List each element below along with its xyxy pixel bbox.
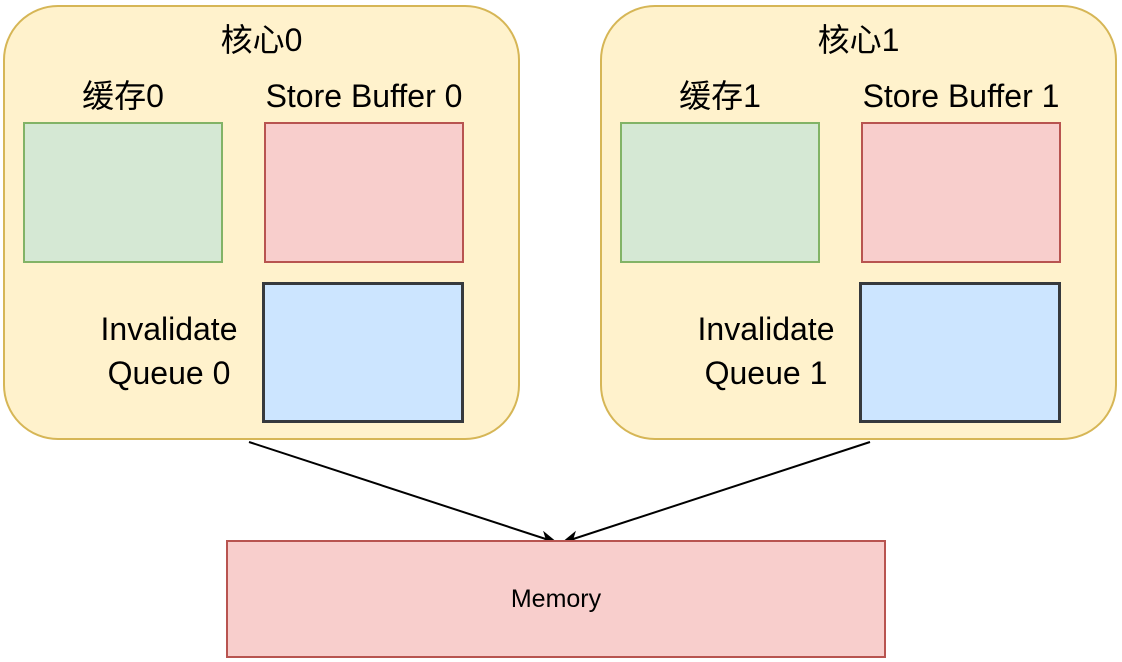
core-1-container: 核心1 缓存1 Store Buffer 1 Invalidate Queue … (600, 5, 1117, 440)
arrow-core1-to-memory (560, 441, 871, 545)
core-0-container: 核心0 缓存0 Store Buffer 0 Invalidate Queue … (3, 5, 520, 440)
core-0-invalidate-queue-label-line2: Queue 0 (107, 355, 231, 391)
core-1-cache-box (620, 122, 820, 263)
core-0-cache-box (23, 122, 223, 263)
arrow-core0-to-memory (248, 441, 559, 545)
core-1-title: 核心1 (817, 22, 900, 58)
core-0-invalidate-queue-box (262, 282, 464, 423)
core-1-store-buffer-label: Store Buffer 1 (862, 78, 1060, 114)
core-0-title: 核心0 (220, 22, 303, 58)
core-1-invalidate-queue-label-line1: Invalidate (697, 311, 835, 347)
core-0-store-buffer-box (264, 122, 464, 263)
core-0-invalidate-queue-label: Invalidate Queue 0 (49, 307, 289, 395)
core-1-invalidate-queue-label-line2: Queue 1 (704, 355, 828, 391)
core-0-invalidate-queue-label-line1: Invalidate (100, 311, 238, 347)
core-1-store-buffer-box (861, 122, 1061, 263)
core-1-cache-label: 缓存1 (679, 78, 761, 114)
memory-label: Memory (510, 584, 602, 613)
memory-box: Memory (226, 540, 886, 658)
core-0-cache-label: 缓存0 (82, 78, 164, 114)
core-1-invalidate-queue-label: Invalidate Queue 1 (646, 307, 886, 395)
core-1-invalidate-queue-box (859, 282, 1061, 423)
core-0-store-buffer-label: Store Buffer 0 (265, 78, 463, 114)
